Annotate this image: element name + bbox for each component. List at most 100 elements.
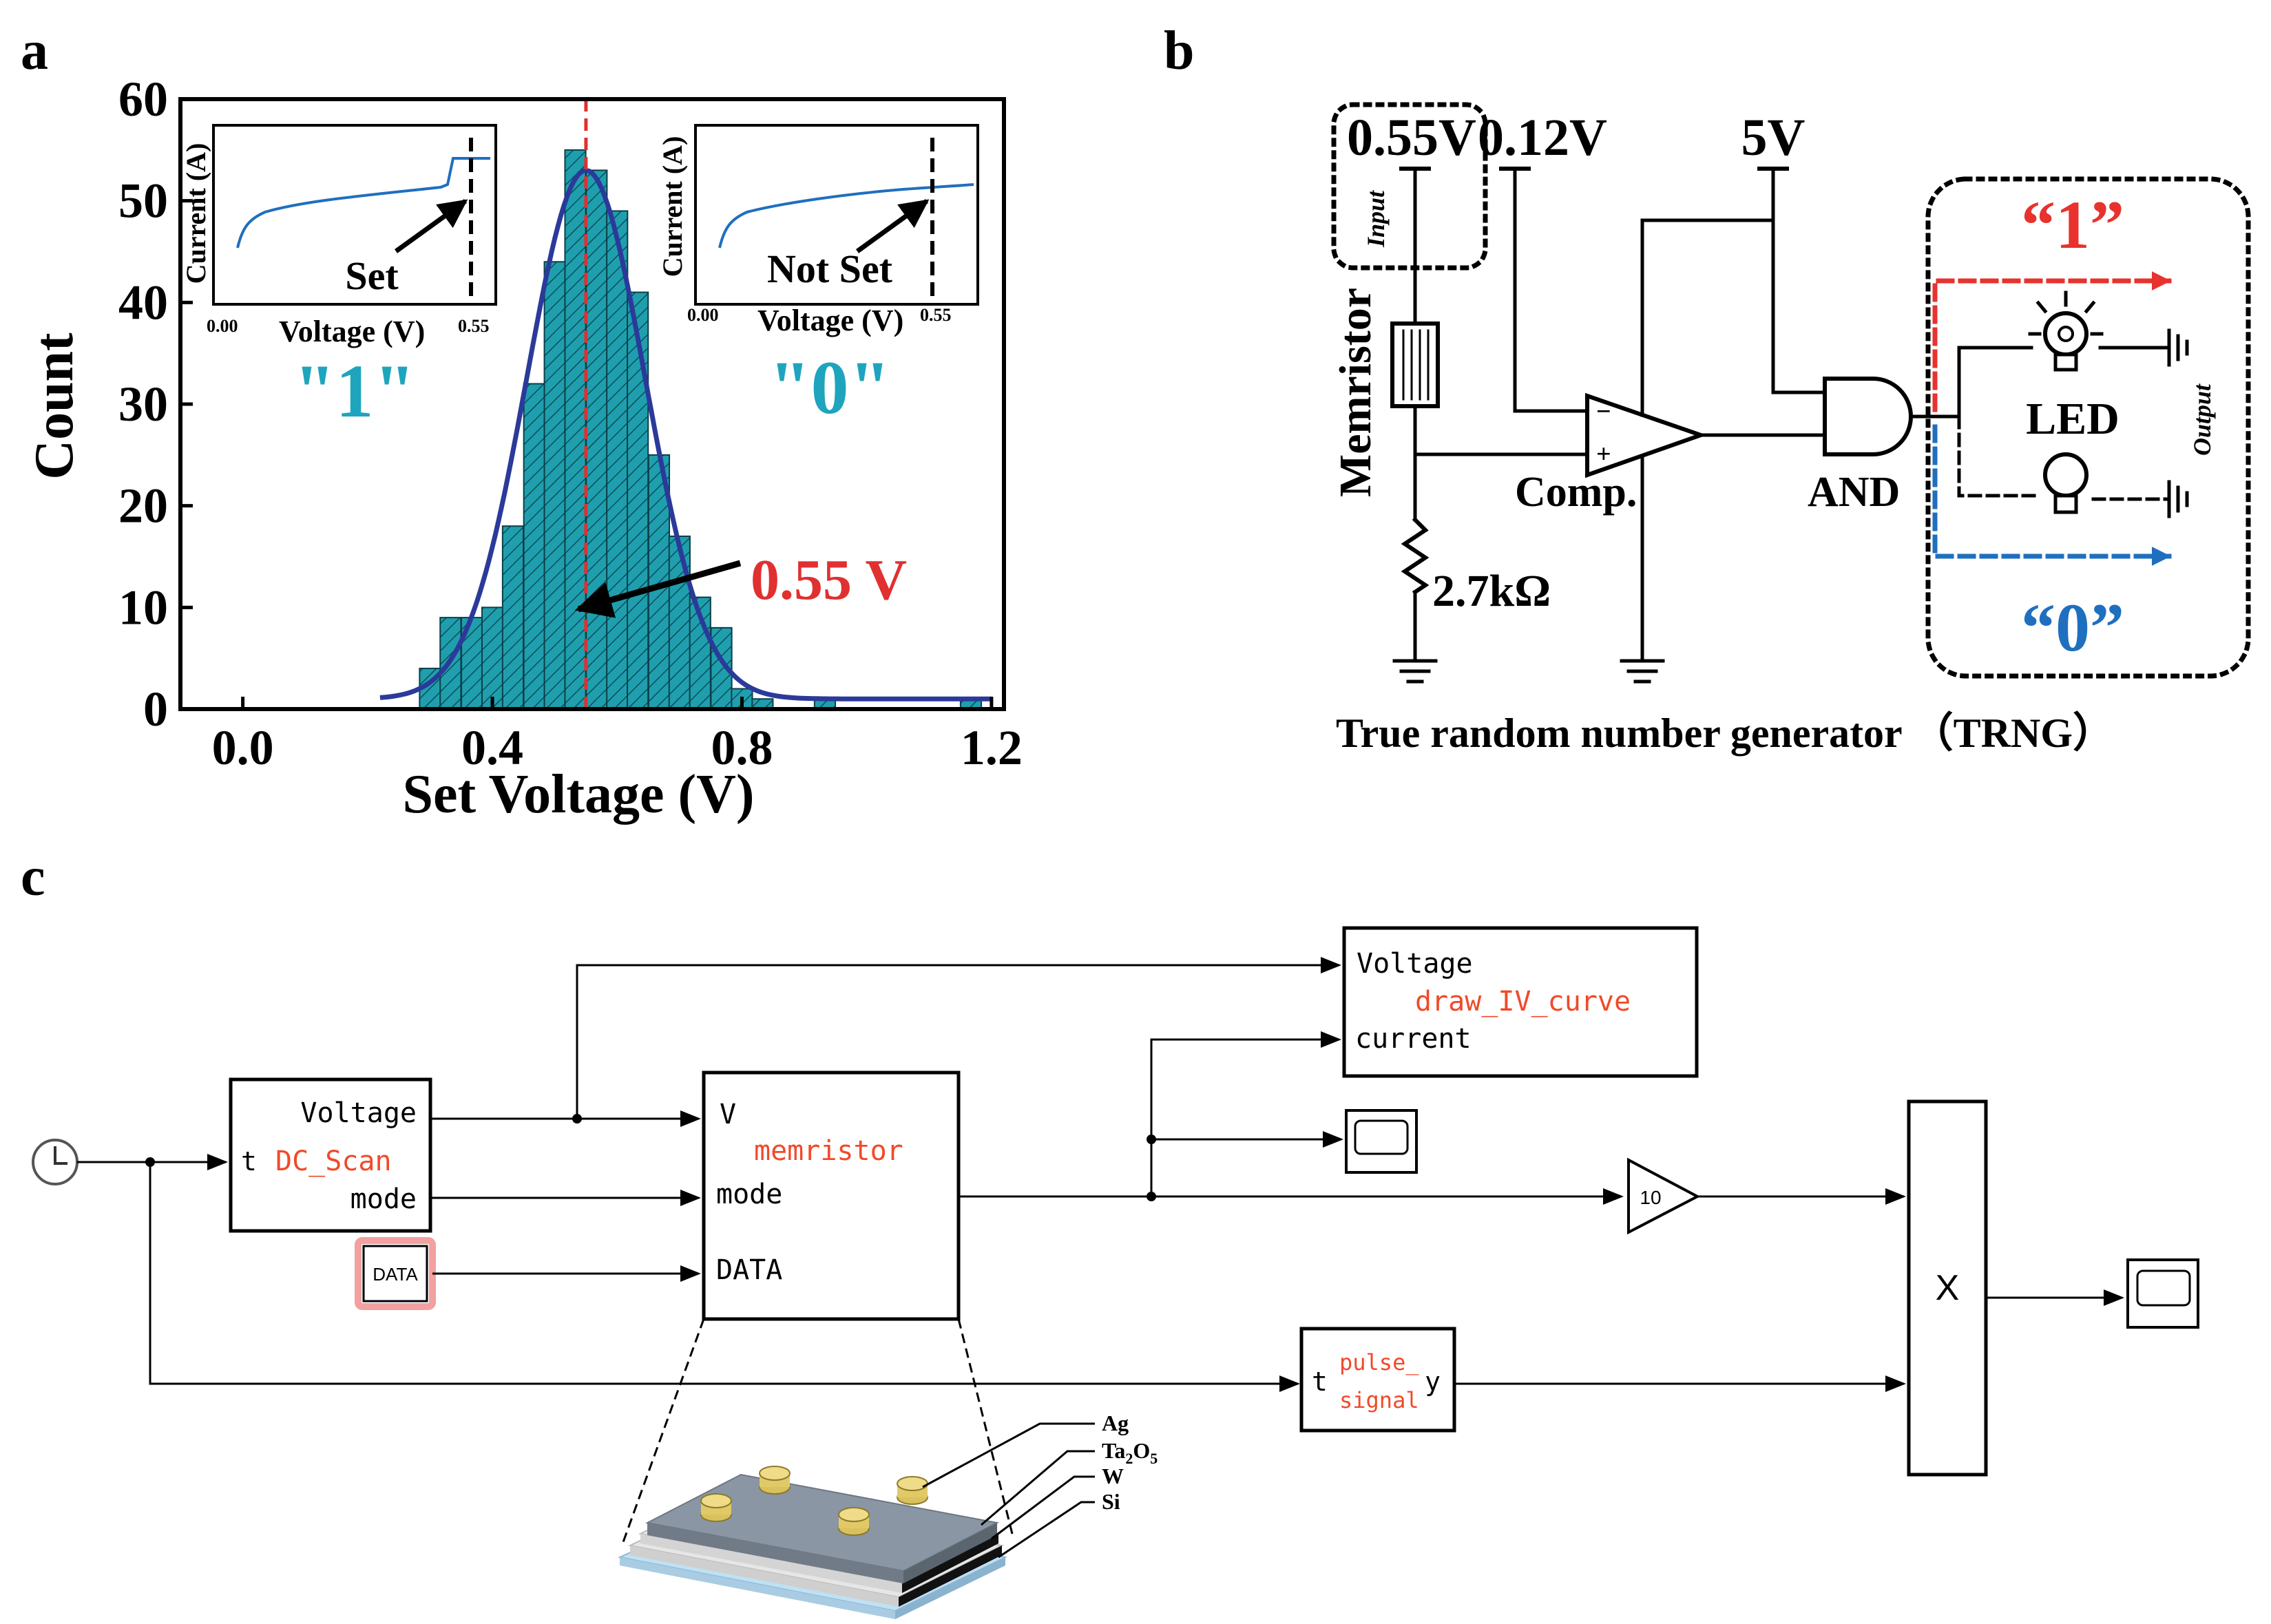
led-off-icon	[2043, 452, 2089, 514]
inset-notset-curve	[718, 183, 974, 249]
wire	[1950, 346, 2033, 419]
inset-notset: Not Set Current (A) 0.00 Voltage (V) 0.5…	[657, 124, 979, 430]
trng-circuit: 0.55V Input 0.12V 5V Memristor 2.7kΩ − +…	[1330, 102, 2251, 756]
y-axis-label: Count	[24, 333, 85, 480]
inset-set-xtick-max: 0.55	[458, 316, 490, 336]
comparator-label: Comp.	[1515, 469, 1637, 516]
memristor-label: Memristor	[1330, 288, 1381, 497]
iv-input-current: current	[1355, 1023, 1472, 1055]
y-tick-label: 10	[118, 580, 168, 635]
resistor-symbol	[1401, 516, 1430, 595]
ground-symbol	[2167, 328, 2189, 367]
zoom-line	[622, 1318, 705, 1543]
data-block[interactable]	[362, 1245, 428, 1303]
inset-set-curve	[236, 157, 490, 249]
dc-scan-block[interactable]	[229, 1077, 432, 1233]
histogram-bar	[501, 525, 525, 710]
y-tick-label: 40	[118, 275, 168, 330]
output-label: Output	[2188, 383, 2216, 456]
supply-voltage-label: 5V	[1741, 109, 1806, 167]
red-voltage-label: 0.55 V	[751, 548, 907, 612]
histogram-bar	[543, 261, 566, 710]
signal-line	[576, 957, 1341, 1119]
pulse-output-y: y	[1425, 1367, 1441, 1397]
zero-path-arrow	[1932, 424, 2172, 566]
panel-label-a: a	[21, 21, 48, 81]
histogram-bar	[564, 149, 587, 710]
comparator-minus: −	[1596, 397, 1611, 426]
layer-label-ta2o5: Ta2O5	[1102, 1438, 1158, 1467]
inset-set-annotation: Set	[345, 253, 399, 298]
output-zero-label: “0”	[2021, 589, 2124, 666]
input-label: Input	[1362, 190, 1390, 248]
iv-block-name: draw_IV_curve	[1415, 986, 1631, 1017]
inset-notset-arrow	[855, 199, 930, 253]
pulse-input-t: t	[1312, 1367, 1328, 1397]
histogram-bar	[606, 210, 629, 710]
dc-scan-output-voltage: Voltage	[300, 1097, 417, 1129]
inset-notset-annotation: Not Set	[767, 246, 893, 291]
dc-scan-output-mode: mode	[350, 1183, 417, 1215]
x-tick-label: 0.8	[711, 720, 773, 775]
led-label: LED	[2026, 394, 2120, 444]
state-zero-label: "0"	[768, 346, 890, 430]
state-one-label: "1"	[293, 349, 415, 433]
data-block-label: DATA	[373, 1264, 418, 1285]
gain-block[interactable]	[1627, 1157, 1701, 1235]
scope-icon[interactable]	[1345, 1109, 1418, 1174]
memristor-block-name: memristor	[754, 1135, 903, 1167]
histogram-bar	[627, 291, 649, 710]
reference-voltage-label: 0.12V	[1478, 109, 1607, 167]
pulse-name-line2: signal	[1339, 1387, 1419, 1413]
product-block[interactable]	[1907, 1099, 1988, 1477]
layer-label-w: W	[1102, 1464, 1124, 1488]
panel-label-c: c	[21, 847, 45, 907]
and-gate-symbol	[1823, 377, 1913, 456]
led-on-icon	[2028, 291, 2104, 372]
layer-label-ag: Ag	[1102, 1411, 1129, 1435]
inset-notset-xlabel: Voltage (V)	[757, 304, 903, 337]
layer-label-si: Si	[1102, 1489, 1120, 1514]
y-tick-label: 60	[118, 72, 168, 127]
and-gate-label: AND	[1808, 469, 1900, 516]
resistor-label: 2.7kΩ	[1432, 566, 1551, 616]
ground-symbol	[1620, 659, 1665, 684]
histogram-bar	[585, 169, 608, 710]
output-one-label: “1”	[2021, 187, 2124, 263]
memristor-symbol	[1390, 321, 1440, 408]
gain-value: 10	[1640, 1187, 1661, 1208]
inset-notset-xtick-min: 0.00	[687, 305, 719, 325]
histogram-bar	[668, 535, 691, 710]
histogram-bar	[523, 383, 545, 710]
iv-input-voltage: Voltage	[1357, 948, 1473, 980]
x-tick-label: 1.2	[961, 720, 1023, 775]
memristor-input-v: V	[720, 1099, 736, 1130]
inset-set: Set Current (A) 0.00 Voltage (V) 0.55 "1…	[180, 124, 497, 433]
signal-line	[1150, 1031, 1341, 1196]
ground-symbol	[2167, 480, 2189, 518]
pulse-signal-block[interactable]	[1299, 1327, 1456, 1433]
device-stack-illustration: Ag Ta2O5 W Si	[617, 1411, 1158, 1619]
inset-set-arrow	[394, 199, 468, 253]
y-tick-label: 20	[118, 478, 168, 534]
one-path-arrow	[1932, 271, 2172, 412]
pulse-name-line1: pulse_	[1339, 1349, 1419, 1375]
scope-icon[interactable]	[2126, 1258, 2199, 1329]
iv-curve-block[interactable]	[1342, 926, 1699, 1078]
panel-label-b: b	[1164, 21, 1195, 81]
circuit-caption: True random number generator （TRNG）	[1336, 710, 2114, 756]
clock-icon	[32, 1139, 79, 1185]
memristor-block[interactable]	[702, 1071, 961, 1321]
inset-notset-ylabel: Current (A)	[657, 136, 688, 277]
gaussian-fit-curve	[379, 167, 992, 702]
signal-line	[149, 1162, 1300, 1392]
dc-scan-name: DC_Scan	[275, 1146, 392, 1177]
x-tick-label: 0.4	[461, 720, 523, 775]
inset-set-xtick-min: 0.00	[207, 316, 238, 336]
memristor-input-data: DATA	[716, 1254, 782, 1286]
y-tick-label: 0	[143, 682, 168, 737]
